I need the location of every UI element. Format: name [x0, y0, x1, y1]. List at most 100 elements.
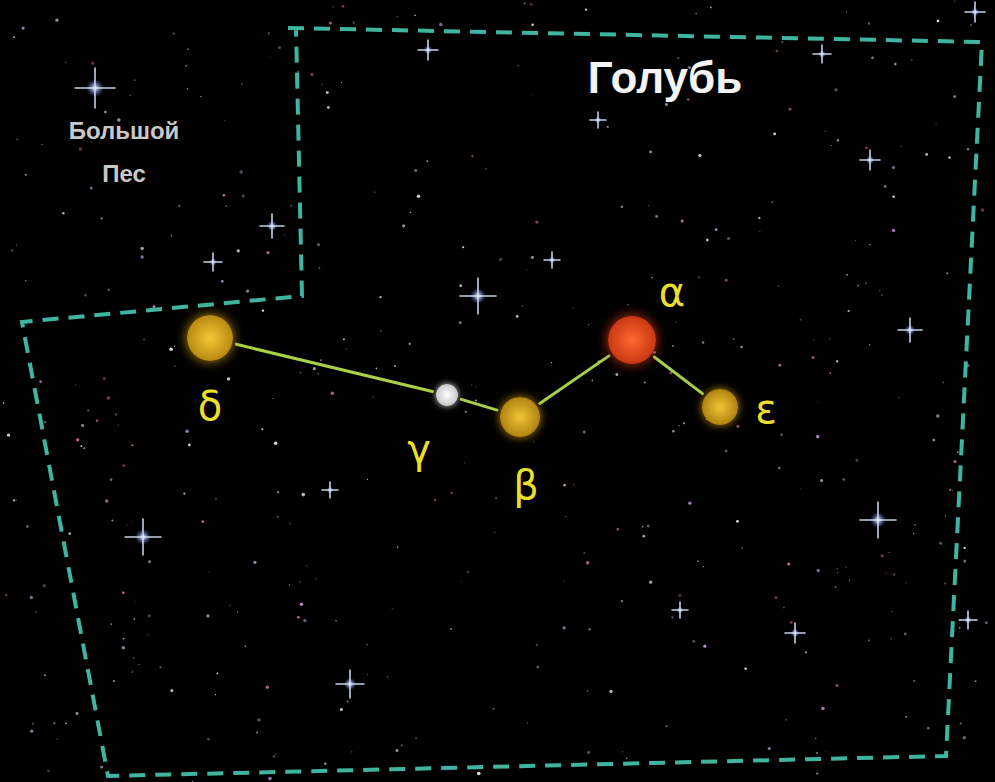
faint-star — [123, 638, 125, 640]
faint-star — [960, 723, 962, 725]
faint-star — [76, 712, 79, 715]
faint-star — [215, 694, 216, 695]
faint-star — [848, 310, 850, 312]
faint-star — [409, 343, 411, 345]
faint-star — [485, 168, 487, 170]
bright-star — [460, 278, 496, 314]
faint-star — [83, 447, 85, 449]
faint-star — [253, 561, 256, 564]
faint-star — [939, 542, 942, 545]
faint-star — [76, 438, 79, 441]
faint-star — [84, 294, 87, 297]
faint-star — [126, 525, 127, 526]
faint-star — [277, 491, 280, 494]
faint-star — [272, 398, 273, 399]
faint-star — [904, 633, 907, 636]
faint-star — [461, 581, 462, 582]
faint-star — [894, 63, 896, 65]
faint-star — [101, 218, 103, 220]
faint-star — [104, 111, 106, 113]
faint-star — [62, 212, 65, 215]
constellation-line — [654, 357, 702, 394]
faint-star — [846, 566, 847, 567]
faint-star — [892, 195, 894, 197]
faint-star — [321, 84, 322, 85]
faint-star — [185, 65, 187, 67]
faint-star — [829, 338, 830, 339]
faint-star — [591, 380, 593, 382]
faint-star — [134, 79, 136, 81]
faint-star — [836, 684, 839, 687]
faint-star — [901, 145, 902, 146]
faint-star — [954, 1, 955, 2]
faint-star — [100, 765, 103, 768]
faint-star — [467, 571, 469, 573]
faint-star — [374, 191, 376, 193]
faint-star — [178, 205, 180, 207]
faint-star — [465, 411, 468, 414]
faint-star — [825, 131, 826, 132]
faint-star — [392, 608, 393, 609]
faint-star — [975, 680, 977, 682]
faint-star — [122, 646, 126, 650]
bright-star — [860, 502, 896, 538]
faint-star — [563, 484, 566, 487]
faint-star — [925, 153, 928, 156]
faint-star — [688, 502, 691, 505]
faint-star — [366, 644, 368, 646]
faint-star — [47, 769, 50, 772]
faint-star — [65, 62, 66, 63]
bright-star — [860, 150, 880, 170]
faint-star — [551, 362, 552, 363]
faint-star — [914, 524, 916, 526]
faint-star — [270, 57, 271, 58]
faint-star — [353, 22, 355, 24]
star-spike — [460, 278, 496, 314]
faint-star — [609, 690, 612, 693]
faint-star — [159, 666, 161, 668]
faint-star — [75, 384, 76, 385]
faint-star — [771, 201, 773, 203]
faint-star — [741, 547, 743, 549]
faint-star — [869, 344, 870, 345]
faint-star — [780, 433, 782, 435]
faint-star — [944, 582, 946, 584]
faint-star — [846, 274, 848, 276]
faint-star — [261, 428, 263, 430]
faint-star — [565, 516, 566, 517]
faint-star — [192, 781, 193, 782]
faint-star — [702, 341, 704, 343]
faint-star — [138, 664, 139, 665]
faint-star — [475, 386, 476, 387]
faint-star — [229, 605, 230, 606]
faint-star — [573, 484, 574, 485]
faint-star — [284, 234, 285, 235]
faint-star — [884, 185, 887, 188]
faint-star — [649, 151, 652, 154]
faint-star — [759, 231, 760, 232]
faint-star — [587, 690, 588, 691]
faint-stars — [3, 1, 988, 782]
star-spike — [204, 253, 222, 271]
faint-star — [226, 205, 227, 206]
faint-star — [829, 372, 831, 374]
faint-star — [736, 425, 739, 428]
faint-star — [644, 382, 646, 384]
faint-star — [781, 41, 783, 43]
faint-star — [132, 521, 133, 522]
faint-star — [946, 272, 948, 274]
faint-star — [868, 640, 870, 642]
faint-star — [932, 439, 935, 442]
faint-star — [816, 752, 818, 754]
faint-star — [44, 674, 46, 676]
faint-star — [299, 581, 301, 583]
faint-star — [836, 568, 837, 569]
faint-star — [44, 421, 47, 424]
faint-star — [303, 619, 306, 622]
faint-star — [237, 612, 238, 613]
faint-star — [81, 445, 83, 447]
faint-star — [216, 673, 218, 675]
faint-star — [937, 20, 940, 23]
star-dot: α — [608, 316, 656, 364]
bright-star — [418, 40, 438, 60]
